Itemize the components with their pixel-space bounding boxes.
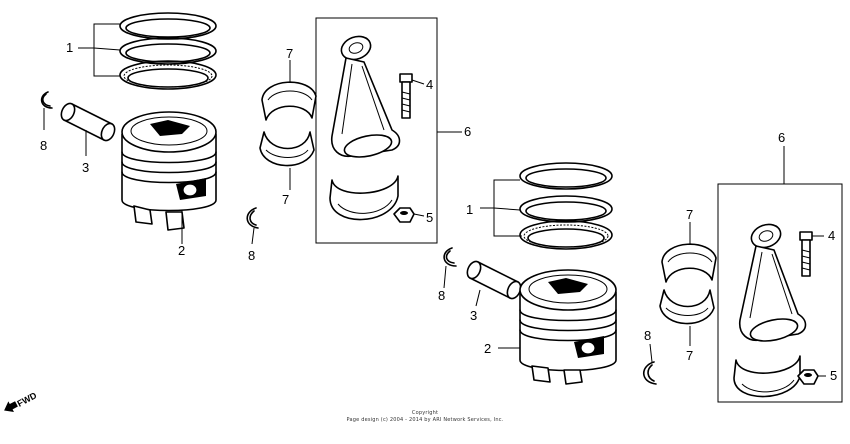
pin-clip-right-2[interactable]: [642, 361, 657, 385]
callout-3-left[interactable]: 3: [82, 160, 89, 175]
callout-8-right-2[interactable]: 8: [644, 328, 651, 343]
rod-bearing-upper-right[interactable]: [661, 243, 717, 283]
callout-6-left[interactable]: 6: [464, 124, 471, 139]
callout-5-right[interactable]: 5: [830, 368, 837, 383]
conrod-cap-left[interactable]: [329, 175, 399, 221]
piston-pin-right[interactable]: [465, 259, 523, 300]
piston-rings-left[interactable]: [119, 12, 217, 90]
leader-lines: [43, 23, 826, 377]
callout-7-right-bottom[interactable]: 7: [686, 348, 693, 363]
callout-7-left-bottom[interactable]: 7: [282, 192, 289, 207]
callout-7-right-top[interactable]: 7: [686, 207, 693, 222]
callout-1-right[interactable]: 1: [466, 202, 473, 217]
callout-2-right[interactable]: 2: [484, 341, 491, 356]
callout-8-right[interactable]: 8: [438, 288, 445, 303]
callout-3-right[interactable]: 3: [470, 308, 477, 323]
pin-clip-left-1[interactable]: [40, 91, 53, 109]
rod-bearing-lower-right[interactable]: [659, 289, 715, 325]
rod-bearing-lower-left[interactable]: [259, 131, 315, 167]
piston-pin-left[interactable]: [59, 101, 117, 142]
conrod-nut-right[interactable]: [797, 369, 819, 385]
conrod-cap-right[interactable]: [733, 355, 801, 398]
conrod-kit-box-right: [717, 183, 843, 403]
callout-6-right[interactable]: 6: [778, 130, 785, 145]
callout-5-left[interactable]: 5: [426, 210, 433, 225]
piston-left[interactable]: [121, 111, 217, 231]
arrow-left-icon: [4, 401, 18, 412]
page-design-credit: Page design (c) 2004 - 2014 by ARI Netwo…: [346, 417, 504, 423]
conrod-bolt-left[interactable]: [399, 73, 413, 119]
rod-bearing-upper-left[interactable]: [261, 81, 317, 121]
callout-labels: 1 8 3 2 8 7 7 4 6 5 1 8 3 2 7 7 6 4 8 5: [40, 40, 837, 383]
pin-clip-left-2[interactable]: [246, 207, 259, 229]
callout-7-left-top[interactable]: 7: [286, 46, 293, 61]
callout-2-left[interactable]: 2: [178, 243, 185, 258]
callout-8-left[interactable]: 8: [40, 138, 47, 153]
fwd-label: FWD: [15, 390, 38, 409]
callout-4-left[interactable]: 4: [426, 77, 433, 92]
conrod-nut-left[interactable]: [393, 207, 415, 223]
piston-rings-right[interactable]: [519, 162, 613, 250]
connecting-rod-right[interactable]: [738, 221, 807, 345]
pin-clip-right-1[interactable]: [443, 247, 457, 267]
connecting-rod-left[interactable]: [330, 33, 401, 161]
conrod-bolt-right[interactable]: [799, 231, 813, 277]
conrod-kit-box-left: [315, 17, 438, 244]
callout-8-left-2[interactable]: 8: [248, 248, 255, 263]
callout-1-left[interactable]: 1: [66, 40, 73, 55]
copyright-line: Copyright: [411, 410, 439, 416]
callout-4-right[interactable]: 4: [828, 228, 835, 243]
piston-right[interactable]: [519, 269, 617, 385]
